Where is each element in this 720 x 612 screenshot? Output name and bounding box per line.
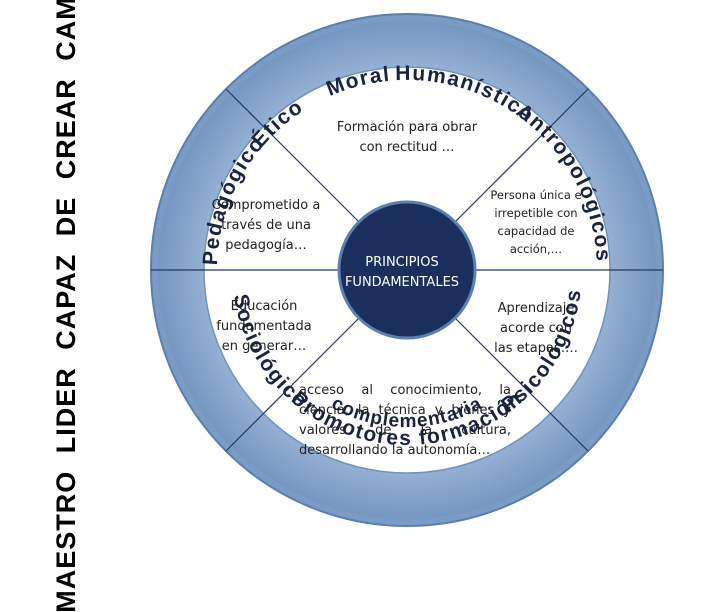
divider-lower-left <box>225 314 363 452</box>
center-label: PRINCIPIOS FUNDAMENTALES <box>334 253 470 293</box>
center-label-line2: FUNDAMENTALES <box>344 275 460 290</box>
segment-bottom-text: acceso al conocimiento, la ciencia, la t… <box>299 381 511 461</box>
center-circle <box>337 200 477 340</box>
segment-lower-left-line: Educación <box>230 299 298 314</box>
segment-bottom-line: ciencia, la técnica y bienes y <box>299 403 511 418</box>
principles-wheel-diagram: Ético Moral Humanístico Antropológicos P… <box>150 13 664 527</box>
segment-upper-right-line: Persona única e <box>490 188 582 202</box>
segment-upper-left-text: Comprometido a través de una pedagogía… <box>208 196 324 256</box>
segment-lower-right-line: las etapas…. <box>494 341 578 356</box>
segment-lower-right-line: acorde con <box>500 321 572 336</box>
segment-bottom-line: valores de la cultura, <box>299 423 511 438</box>
segment-upper-right-text: Persona única e irrepetible con capacida… <box>482 186 590 258</box>
segment-upper-right-line: acción,… <box>509 242 563 256</box>
segment-top-line: Formación para obrar <box>336 120 478 135</box>
divider-lower-right <box>451 314 589 452</box>
segment-bottom-line: acceso al conocimiento, la <box>299 383 511 398</box>
segment-lower-right-text: Aprendizaje acorde con las etapas…. <box>484 299 588 359</box>
segment-lower-right-line: Aprendizaje <box>497 301 575 316</box>
segment-lower-left-text: Educación fundamentada en generar… <box>212 297 316 357</box>
segment-upper-left-line: Comprometido a <box>211 198 321 213</box>
segment-lower-left-line: fundamentada <box>216 319 312 334</box>
segment-dividers <box>151 88 663 452</box>
segment-bottom-line: desarrollando la autonomía… <box>299 443 491 458</box>
side-title: MAESTRO LIDER CAPAZ DE CREAR CAMBIOS <box>48 0 84 612</box>
side-title-text: MAESTRO LIDER CAPAZ DE CREAR CAMBIOS <box>50 0 81 612</box>
segment-upper-right-line: irrepetible con <box>494 206 578 220</box>
center-label-line1: PRINCIPIOS <box>365 255 439 270</box>
divider-upper-left <box>225 88 363 226</box>
segment-upper-left-line: pedagogía… <box>225 238 307 253</box>
segment-top-text: Formación para obrar con rectitud … <box>322 118 492 158</box>
divider-upper-right <box>451 88 589 226</box>
segment-upper-right-line: capacidad de <box>497 224 575 238</box>
segment-upper-left-line: través de una <box>221 218 311 233</box>
segment-lower-left-line: en generar… <box>221 339 307 354</box>
segment-top-line: con rectitud … <box>359 140 455 155</box>
